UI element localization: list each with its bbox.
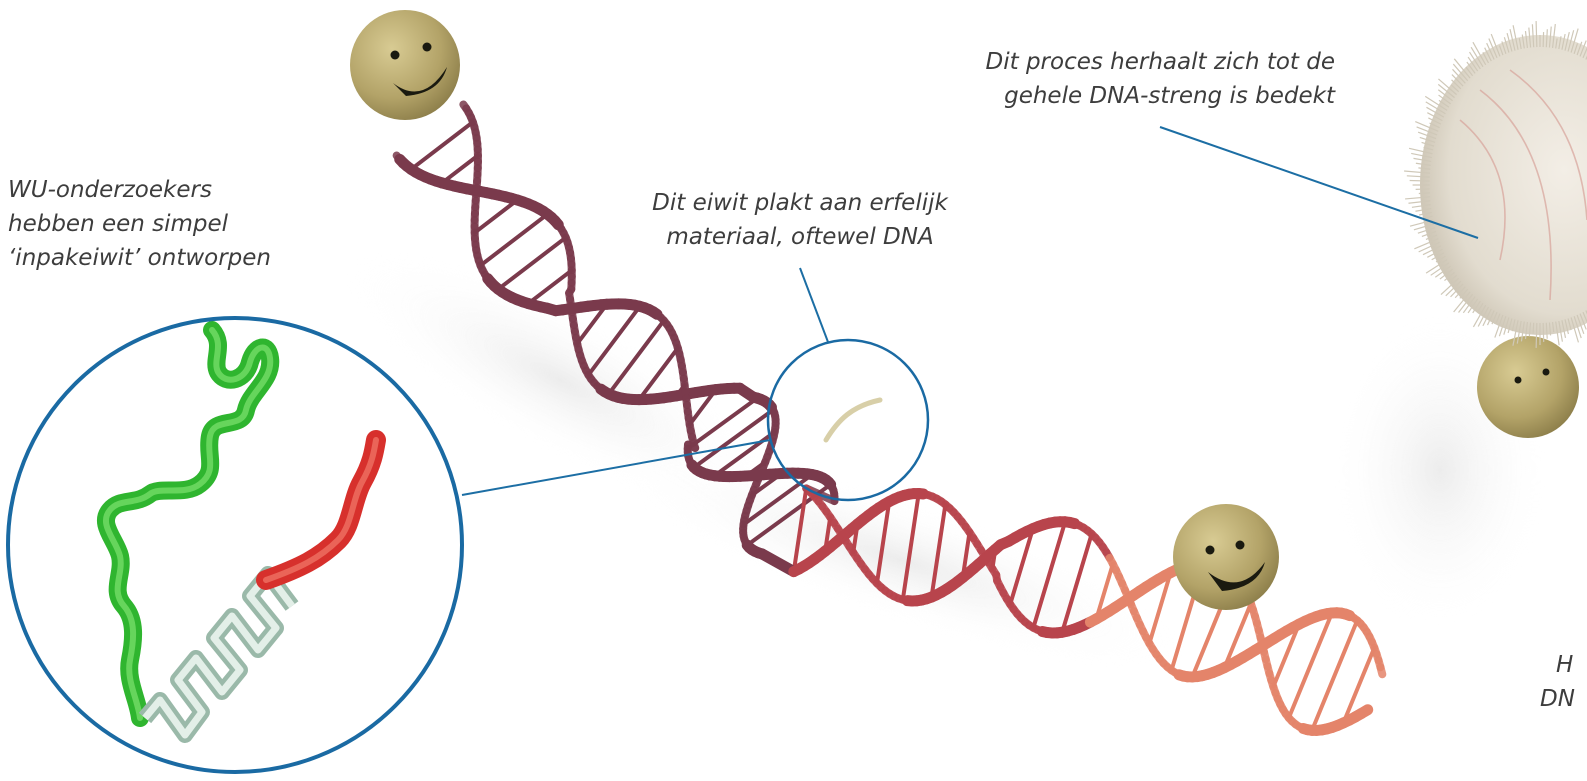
focus-circle <box>768 340 928 500</box>
caption-line: hebben een simpel <box>8 207 271 241</box>
fuzz-hair <box>1536 323 1537 348</box>
caption-binds-dna: Dit eiwit plakt aan erfelijk materiaal, … <box>610 186 990 254</box>
fuzz-hair <box>1419 193 1430 194</box>
fuzz-hair <box>1410 180 1430 181</box>
caption-line: ‘inpakeiwit’ ontworpen <box>8 241 271 275</box>
caption-designed-protein: WU-onderzoekers hebben een simpel ‘inpak… <box>8 173 271 275</box>
fuzz-hair <box>1543 323 1544 342</box>
leader-line-middle <box>800 268 828 342</box>
zoom-inset <box>8 318 462 772</box>
smiley-protein-right <box>1477 336 1579 438</box>
caption-line: materiaal, oftewel DNA <box>610 220 990 254</box>
fuzz-hair <box>1536 21 1537 47</box>
fuzz-hair <box>1533 323 1534 334</box>
caption-line: Dit proces herhaalt zich tot de <box>880 45 1335 79</box>
caption-line: DN <box>1540 682 1575 716</box>
dna-strand-a <box>1361 710 1367 714</box>
bound-protein-fragment <box>826 400 880 440</box>
dna-strand-b <box>1380 667 1382 674</box>
caption-bottom-right: H DN <box>1540 648 1575 716</box>
caption-line: gehele DNA-streng is bedekt <box>880 79 1335 113</box>
caption-line: WU-onderzoekers <box>8 173 271 207</box>
caption-line: H <box>1540 648 1575 682</box>
base-pair-rung <box>411 122 473 169</box>
coated-dna-cluster <box>1404 21 1587 348</box>
smiley-protein-top <box>350 10 460 120</box>
base-pair-rung <box>475 200 518 233</box>
caption-line: Dit eiwit plakt aan erfelijk <box>610 186 990 220</box>
smiley-protein-bottom <box>1173 504 1279 610</box>
caption-process-repeats: Dit proces herhaalt zich tot de gehele D… <box>880 45 1335 113</box>
